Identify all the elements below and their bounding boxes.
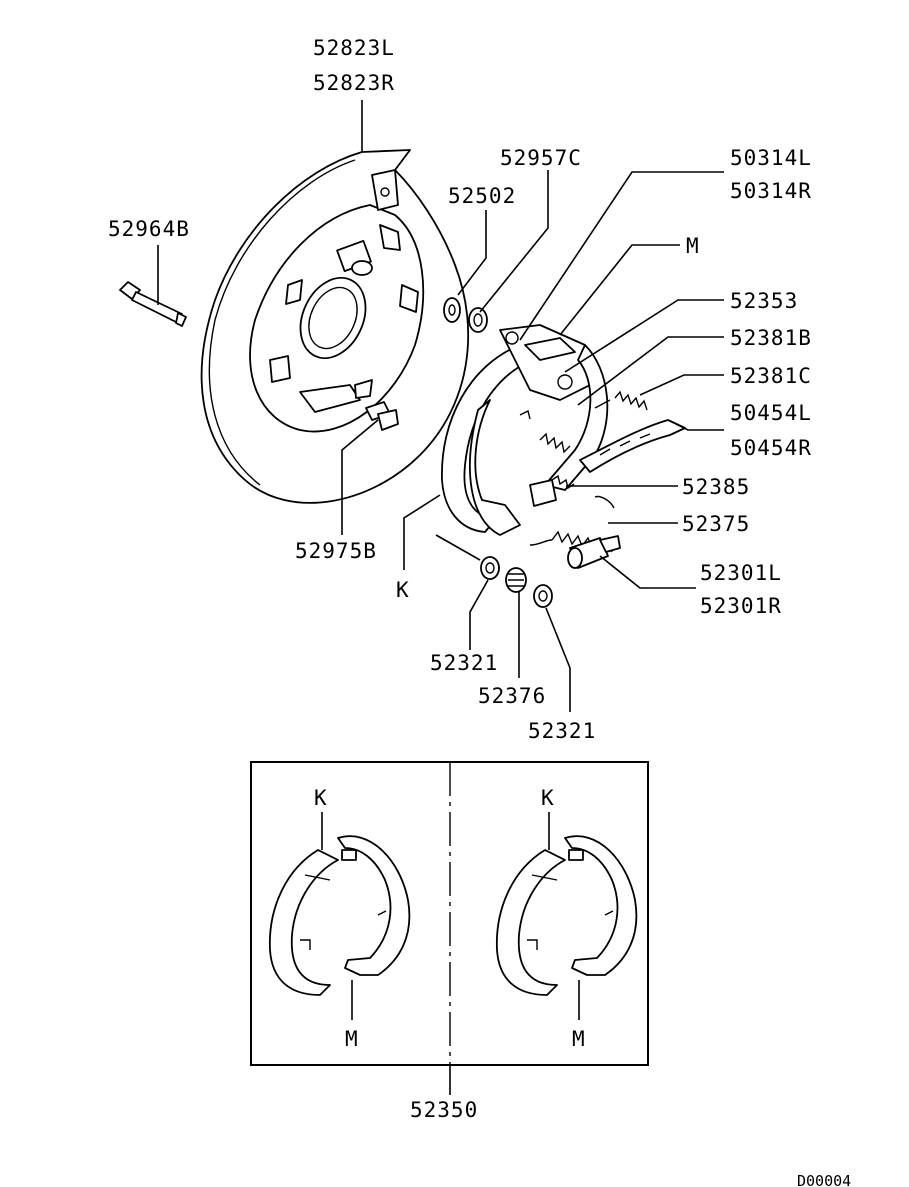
label-50454r: 50454R [730,436,812,460]
label-52321-a: 52321 [430,651,498,675]
backing-plate [200,149,470,504]
label-52353: 52353 [730,289,798,313]
label-50314l: 50314L [730,146,812,170]
kit-left-label-k: K [314,786,328,810]
label-52376: 52376 [478,684,546,708]
label-52381c: 52381C [730,364,812,388]
kit-left-label-m: M [345,1027,359,1051]
label-52502: 52502 [448,184,516,208]
label-52375: 52375 [682,512,750,536]
kit-right-shoe: K M [495,786,638,1051]
label-k-top: K [396,578,410,602]
label-52975b: 52975B [295,539,377,563]
shoe-assembly [441,324,686,569]
label-52385: 52385 [682,475,750,499]
label-52301r: 52301R [700,594,782,618]
label-52823l: 52823L [313,36,395,60]
callout-labels: 52823L 52823R 52964B 52502 52957C 50314L… [108,36,812,743]
label-50454l: 50454L [730,401,812,425]
label-50314r: 50314R [730,179,812,203]
label-52957c: 52957C [500,146,582,170]
label-52964b: 52964B [108,217,190,241]
washer-52502 [443,297,461,323]
cups-and-spring [480,556,553,608]
label-52381b: 52381B [730,326,812,350]
label-52301l: 52301L [700,561,782,585]
shoe-kit-box: K M K M 52350 [250,761,649,1122]
label-52823r: 52823R [313,71,395,95]
kit-right-label-m: M [572,1027,586,1051]
kit-left-shoe: K M [268,786,411,1051]
drawing-code: D00004 [797,1172,851,1187]
label-52321-b: 52321 [528,719,596,743]
leader-lines [157,100,724,1095]
bolt-52964b [119,281,187,327]
bolt-52975b [365,401,399,431]
ring-52957c [468,307,488,333]
kit-right-label-k: K [541,786,555,810]
label-52350: 52350 [410,1098,478,1122]
label-m-top: M [686,234,700,258]
